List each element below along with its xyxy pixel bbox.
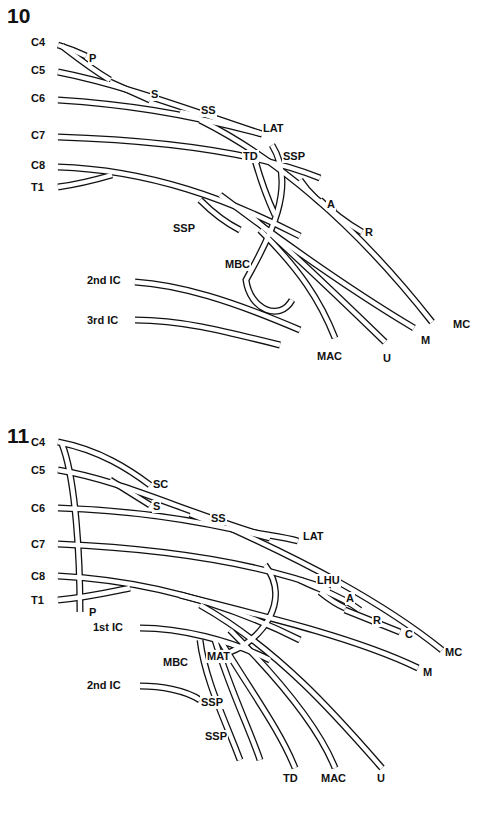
part-label: M xyxy=(422,666,433,679)
part-label: C8 xyxy=(30,159,46,172)
part-label: MBC xyxy=(162,656,189,669)
part-label: C4 xyxy=(30,36,46,49)
part-label: T1 xyxy=(30,594,45,607)
part-label: SS xyxy=(210,512,227,525)
part-label: C8 xyxy=(30,570,46,583)
part-label: 2nd IC xyxy=(86,679,122,692)
part-label: 2nd IC xyxy=(86,274,122,287)
part-label: SSP xyxy=(172,222,196,235)
part-label: C4 xyxy=(30,436,46,449)
part-label: C6 xyxy=(30,92,46,105)
part-label: C5 xyxy=(30,64,46,77)
figure-number: 10 xyxy=(6,4,31,28)
part-label: T1 xyxy=(30,181,45,194)
part-label: MBC xyxy=(224,258,251,271)
part-label: TD xyxy=(282,772,299,785)
part-label: SSP xyxy=(204,730,228,743)
part-label: U xyxy=(376,772,386,785)
part-label: MAT xyxy=(206,650,231,663)
part-label: R xyxy=(364,226,374,239)
part-label: R xyxy=(372,614,382,627)
part-label: C7 xyxy=(30,538,46,551)
part-label: MC xyxy=(452,318,471,331)
part-label: 3rd IC xyxy=(86,314,119,327)
part-label: SSP xyxy=(200,696,224,709)
part-label: C5 xyxy=(30,464,46,477)
part-label: S xyxy=(152,500,161,513)
part-label: U xyxy=(382,352,392,365)
part-label: MC xyxy=(444,646,463,659)
part-label: SC xyxy=(152,478,169,491)
part-label: M xyxy=(420,334,431,347)
part-label: LAT xyxy=(302,530,325,543)
part-label: SS xyxy=(200,104,217,117)
part-label: A xyxy=(326,198,336,211)
part-label: C6 xyxy=(30,502,46,515)
part-label: MAC xyxy=(320,772,347,785)
part-label: LAT xyxy=(262,122,285,135)
part-label: P xyxy=(88,52,97,65)
part-label: 1st IC xyxy=(92,621,124,634)
part-label: MAC xyxy=(316,350,343,363)
part-label: LHU xyxy=(316,574,341,587)
part-label: TD xyxy=(242,150,259,163)
part-label: C xyxy=(404,628,414,641)
part-label: P xyxy=(88,606,97,619)
part-label: S xyxy=(150,88,159,101)
part-label: C7 xyxy=(30,129,46,142)
figure-number: 11 xyxy=(6,424,30,448)
part-label: A xyxy=(345,592,355,605)
part-label: SSP xyxy=(282,150,306,163)
